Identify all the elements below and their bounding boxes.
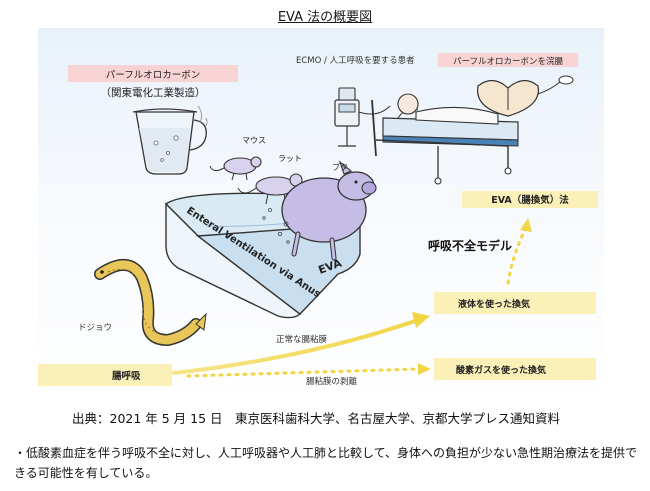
respiratory-model-label: 呼吸不全モデル — [428, 238, 512, 253]
diagram-panel: パーフルオロカーボン （関東電化工業製造） Enteral Ventilatio… — [38, 28, 604, 401]
oxygen-ventilation-box — [434, 358, 596, 380]
pfc-enema-label: パーフルオロカーボンを浣腸 — [453, 56, 563, 67]
mouse-label: マウス — [242, 136, 266, 145]
pig-label: ブタ — [332, 162, 348, 172]
rat-icon — [237, 173, 303, 220]
mouse-icon — [209, 156, 262, 181]
beaker-icon — [132, 105, 208, 175]
intestinal-breathing-label: 腸呼吸 — [112, 370, 141, 382]
oxygen-ventilation-label: 酸素ガスを使った換気 — [456, 364, 546, 376]
liquid-ventilation-box — [434, 292, 596, 314]
diagram-svg: パーフルオロカーボン （関東電化工業製造） Enteral Ventilatio… — [38, 53, 598, 387]
summary-note: ・低酸素血症を伴う呼吸不全に対し、人工呼吸器や人工肺と比較して、身体への負担が少… — [14, 443, 644, 483]
loach-icon — [94, 259, 207, 347]
eva-method-box — [462, 191, 598, 208]
note-text: 低酸素血症を伴う呼吸不全に対し、人工呼吸器や人工肺と比較して、身体への負担が少な… — [14, 446, 638, 480]
arrow-to-liquid — [172, 312, 430, 375]
manufacturer-label: （関東電化工業製造） — [101, 86, 206, 99]
rat-label: ラット — [278, 154, 302, 163]
ecmo-machine-icon — [334, 87, 391, 147]
source-citation: 出典：2021 年 5 月 15 日 東京医科歯科大学、名古屋大学、京都大学プレ… — [72, 411, 561, 426]
pfc-enema-box — [438, 53, 578, 67]
hospital-bed-icon — [371, 93, 519, 185]
liquid-ventilation-label: 液体を使った換気 — [458, 298, 530, 310]
dotted-arrow-to-oxygen — [186, 363, 431, 378]
intestinal-breathing-box — [38, 364, 172, 386]
note-bullet: ・ — [14, 446, 27, 460]
eva-method-label: EVA（腸換気）法 — [491, 194, 569, 206]
pfc-label-box — [68, 65, 238, 82]
dotted-arrow-up — [506, 218, 532, 285]
pfc-label: パーフルオロカーボン — [106, 70, 200, 81]
mucosa-removal-label: 腸粘膜の剥離 — [306, 376, 358, 387]
ecmo-patient-label: ECMO / 人工呼吸を要する患者 — [296, 55, 415, 66]
normal-mucosa-label: 正常な腸粘膜 — [276, 334, 328, 345]
buttocks-icon — [476, 75, 574, 117]
figure-title: EVA 法の概要図 — [277, 10, 373, 25]
loach-label: ドジョウ — [78, 323, 112, 333]
pig-icon — [277, 160, 377, 261]
